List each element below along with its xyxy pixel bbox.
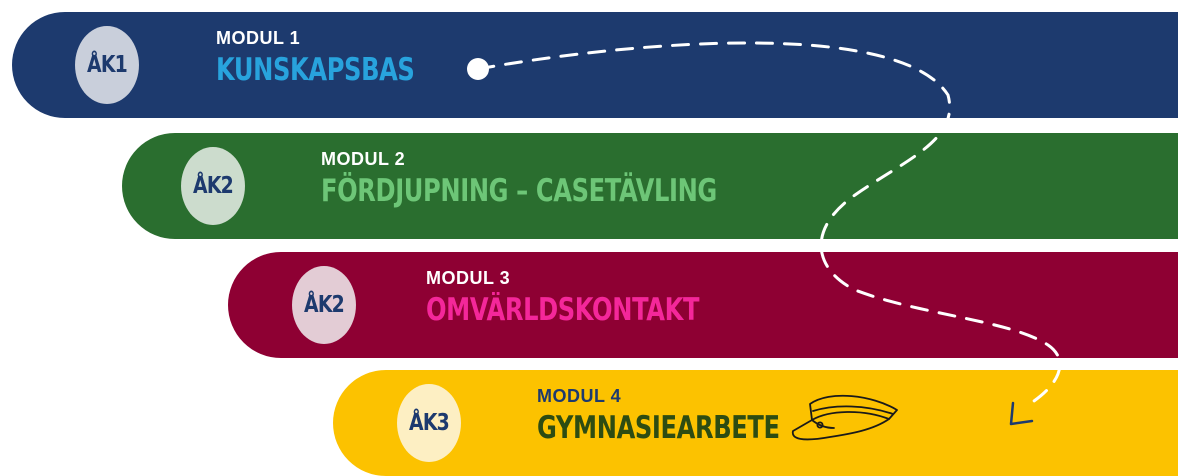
- module-1-texts: MODUL 1 KUNSKAPSBAS: [216, 26, 470, 90]
- module-label: MODUL 2: [321, 149, 406, 169]
- module-title: KUNSKAPSBAS: [216, 52, 415, 88]
- year-badge: ÅK3: [397, 384, 461, 462]
- module-2-texts: MODUL 2 FÖRDJUPNING – CASETÄVLING: [321, 147, 829, 211]
- year-badge: ÅK1: [75, 26, 139, 104]
- module-3-texts: MODUL 3 OMVÄRLDSKONTAKT: [426, 266, 776, 330]
- module-label: MODUL 4: [537, 386, 622, 406]
- module-1-band: ÅK1 MODUL 1 KUNSKAPSBAS: [12, 12, 1178, 118]
- module-4-texts: MODUL 4 GYMNASIEARBETE: [537, 384, 848, 448]
- module-title: FÖRDJUPNING – CASETÄVLING: [321, 173, 717, 209]
- module-2-band: ÅK2 MODUL 2 FÖRDJUPNING – CASETÄVLING: [122, 133, 1178, 239]
- module-label: MODUL 3: [426, 268, 511, 288]
- module-title: OMVÄRLDSKONTAKT: [426, 292, 700, 328]
- module-3-band: ÅK2 MODUL 3 OMVÄRLDSKONTAKT: [228, 252, 1178, 358]
- module-label: MODUL 1: [216, 28, 301, 48]
- module-title: GYMNASIEARBETE: [537, 410, 780, 446]
- year-badge: ÅK2: [292, 266, 356, 344]
- module-4-band: ÅK3 MODUL 4 GYMNASIEARBETE: [333, 370, 1178, 476]
- year-badge: ÅK2: [181, 147, 245, 225]
